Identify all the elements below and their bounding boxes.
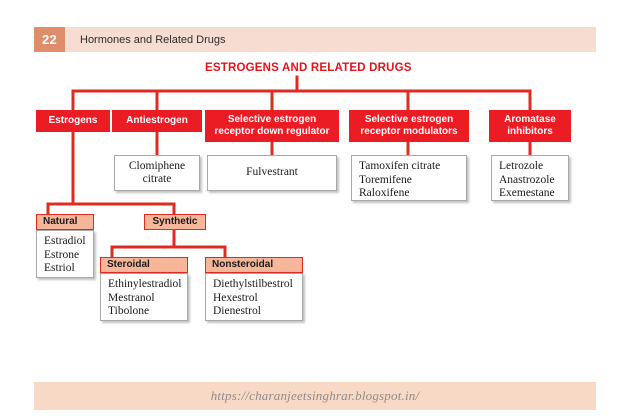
subcategory-label: Synthetic [152, 216, 198, 227]
subcategory-label: Natural [43, 216, 78, 227]
category-header-aromatase[interactable]: Aromatase inhibitors [489, 110, 571, 142]
category-label-line2: receptor modulators [360, 126, 458, 137]
category-label-line1: Selective estrogen [227, 114, 317, 125]
subcategory-label: Steroidal [107, 259, 150, 270]
drug-box-natural[interactable]: Estradiol Estrone Estriol [36, 230, 94, 278]
category-label-line2: inhibitors [507, 126, 553, 137]
category-label: Antiestrogen [126, 115, 188, 126]
drug-name: Estrone [44, 248, 80, 261]
drug-name: citrate [142, 173, 172, 185]
drug-name: Toremifene [359, 173, 412, 186]
category-label: Estrogens [48, 115, 98, 126]
drug-name: Raloxifene [359, 187, 410, 199]
drug-name: Clomiphene [128, 159, 186, 172]
footer-url-text[interactable]: https://charanjeetsinghrar.blogspot.in/ [210, 388, 420, 403]
drug-box-steroidal[interactable]: Ethinylestradiol Mestranol Tibolone [100, 273, 188, 321]
drug-name: Exemestane [499, 187, 555, 199]
drug-name: Ethinylestradiol [108, 278, 182, 290]
footer-bar: https://charanjeetsinghrar.blogspot.in/ [34, 382, 596, 410]
drug-box-antiestrogen[interactable]: Clomiphene citrate [114, 155, 200, 191]
subcategory-header-natural[interactable]: Natural [36, 214, 94, 230]
subcategory-header-steroidal[interactable]: Steroidal [100, 257, 188, 273]
drug-name: Fulvestrant [246, 166, 298, 179]
diagram-title: ESTROGENS AND RELATED DRUGS [205, 62, 412, 74]
category-label-line1: Selective estrogen [364, 114, 454, 125]
drug-name: Hexestrol [213, 291, 258, 304]
drug-name: Tibolone [108, 305, 150, 317]
drug-name: Tamoxifen citrate [359, 160, 441, 172]
drug-box-serm[interactable]: Tamoxifen citrate Toremifene Raloxifene [351, 155, 467, 201]
category-header-serm[interactable]: Selective estrogen receptor modulators [349, 110, 469, 142]
subcategory-header-nonsteroidal[interactable]: Nonsteroidal [205, 257, 303, 273]
category-header-antiestrogen[interactable]: Antiestrogen [112, 110, 202, 132]
drug-name: Estradiol [44, 235, 86, 247]
drug-name: Dienestrol [213, 305, 261, 317]
drug-name: Estriol [44, 262, 75, 274]
drug-box-serd[interactable]: Fulvestrant [207, 155, 337, 191]
category-label-line1: Aromatase [504, 114, 556, 125]
drug-name: Anastrozole [499, 173, 555, 186]
drug-name: Diethylstilbestrol [213, 278, 293, 290]
drug-name: Letrozole [499, 160, 544, 172]
chapter-title-text: Hormones and Related Drugs [80, 33, 226, 46]
category-header-serd[interactable]: Selective estrogen receptor down regulat… [205, 110, 339, 142]
category-header-estrogens[interactable]: Estrogens [36, 110, 110, 132]
drug-box-aromatase[interactable]: Letrozole Anastrozole Exemestane [491, 155, 569, 201]
chapter-number-badge: 22 [34, 27, 65, 52]
category-label-line2: receptor down regulator [214, 126, 330, 137]
subcategory-label: Nonsteroidal [212, 259, 274, 270]
chapter-header-bar: 22 Hormones and Related Drugs [34, 27, 596, 52]
drug-box-nonsteroidal[interactable]: Diethylstilbestrol Hexestrol Dienestrol [205, 273, 303, 321]
drug-name: Mestranol [108, 291, 155, 304]
subcategory-header-synthetic[interactable]: Synthetic [144, 214, 206, 230]
